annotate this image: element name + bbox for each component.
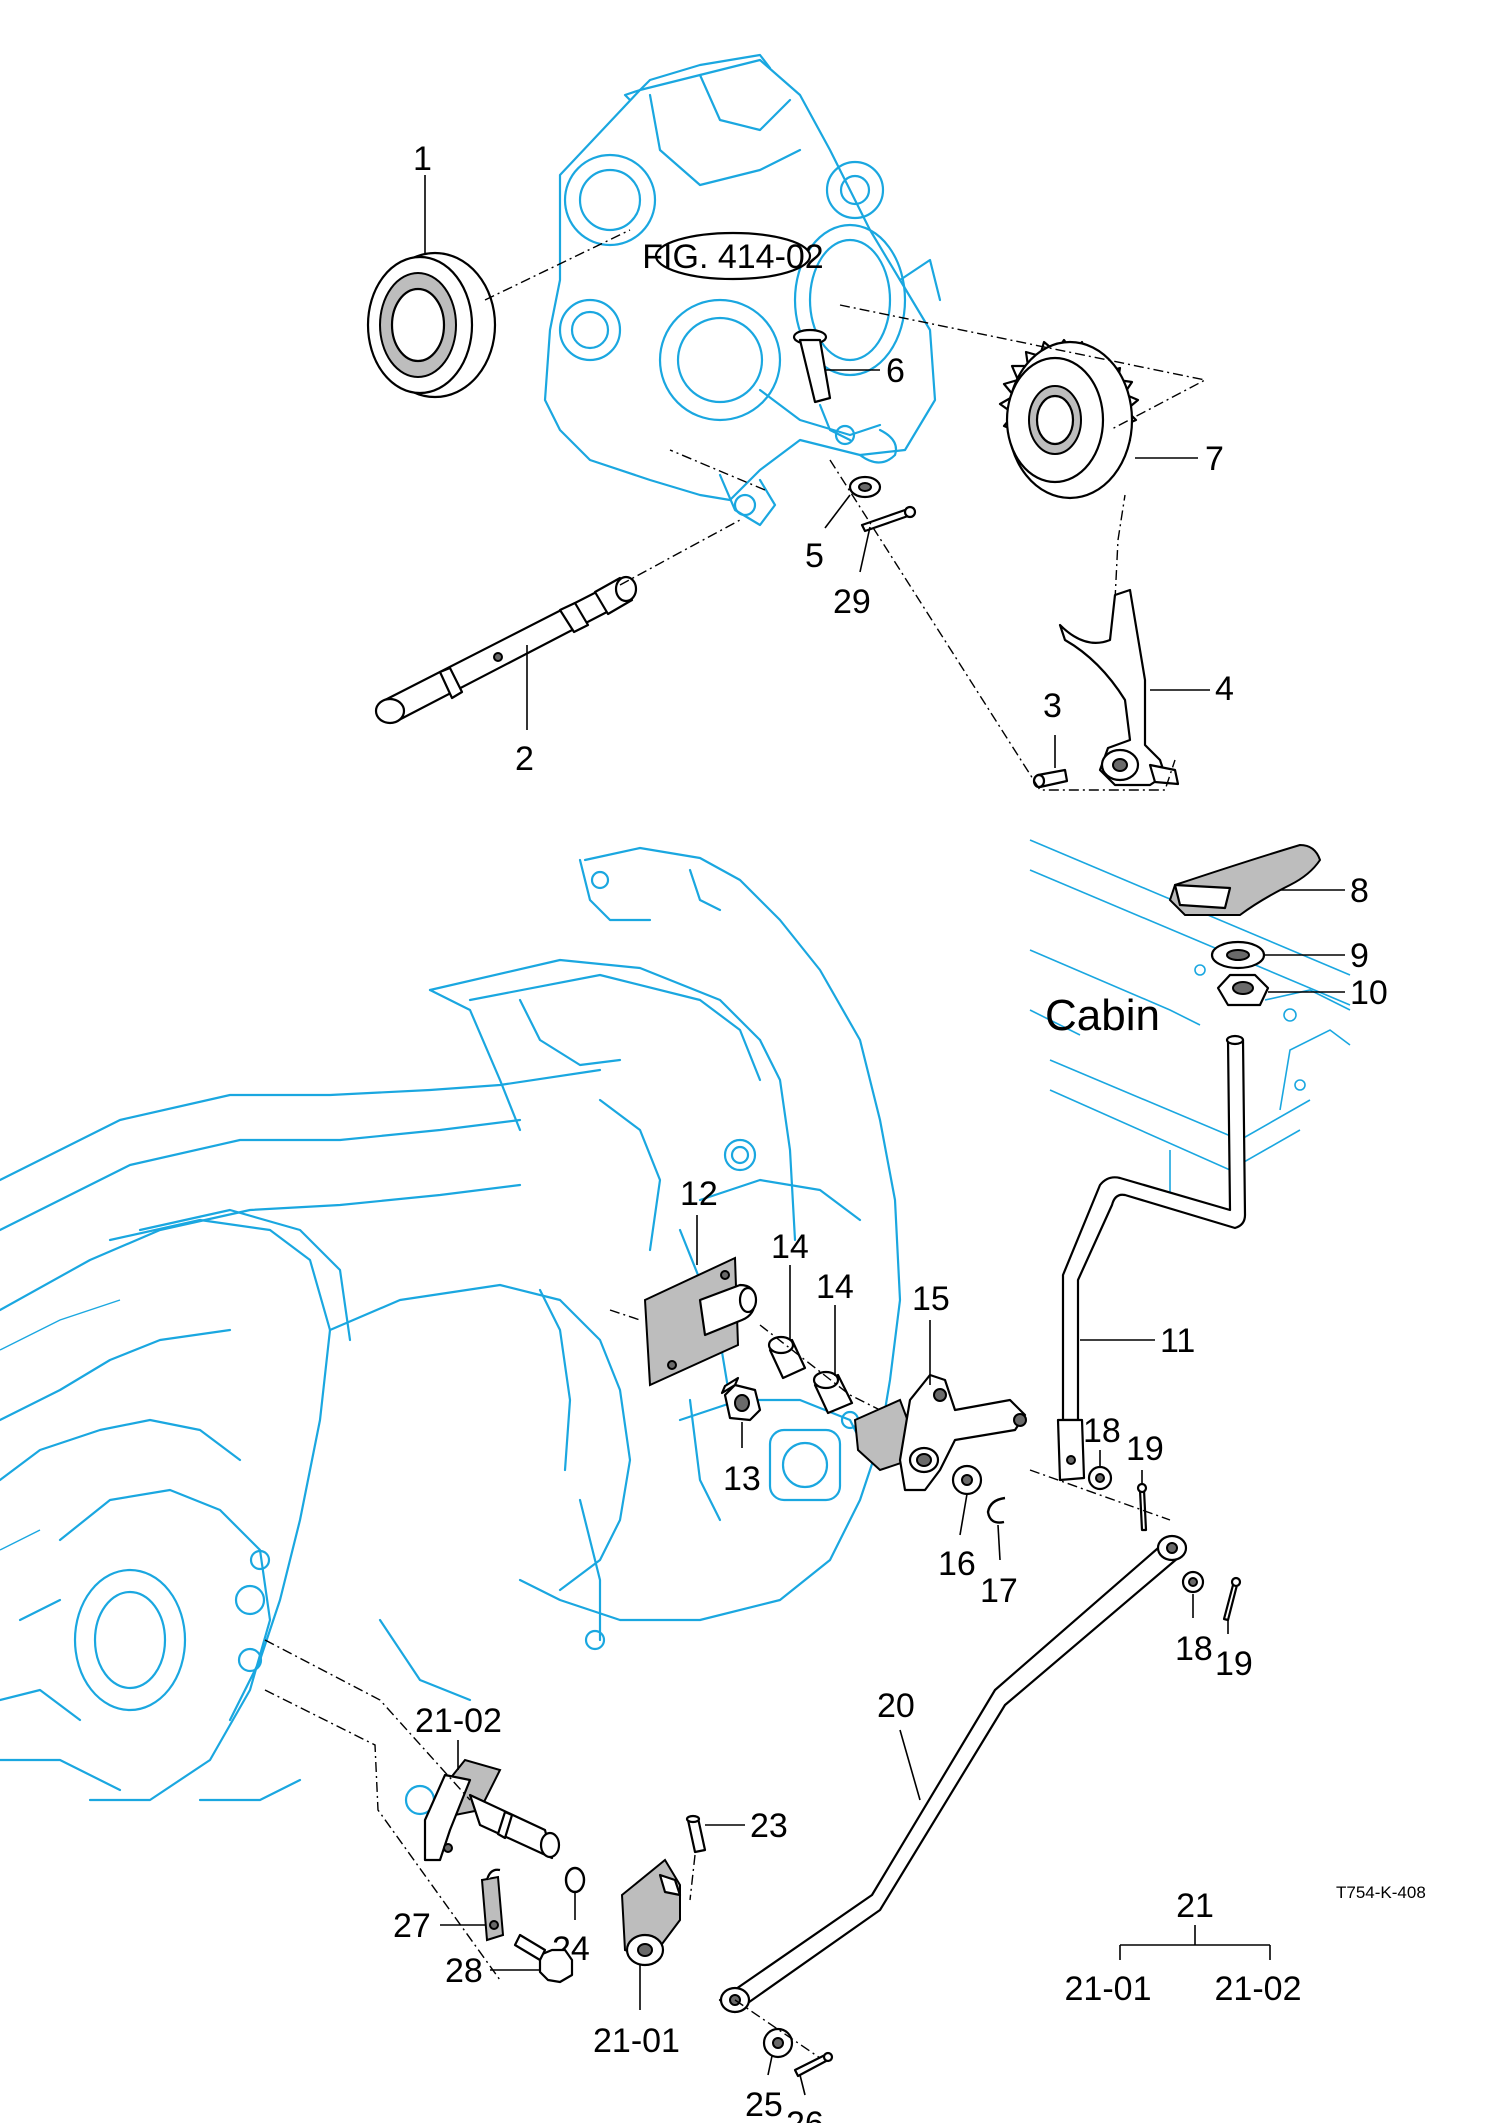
part-label-2: 2 xyxy=(515,740,534,778)
rod-washer-part-lower xyxy=(1181,1570,1205,1594)
lever-pin-part xyxy=(685,1814,707,1854)
lever-washer-part xyxy=(1210,940,1266,970)
part-label-26: 26 xyxy=(786,2105,824,2123)
spring-pin-part xyxy=(1032,768,1069,789)
rod-washer-part-upper xyxy=(1087,1465,1113,1491)
shift-fork-part xyxy=(1058,588,1180,787)
part-label-15: 15 xyxy=(912,1280,950,1318)
assembly-child-label-1: 21-01 xyxy=(1065,1970,1152,2008)
part-label-8: 8 xyxy=(1350,872,1369,910)
part-label-29: 29 xyxy=(833,583,871,621)
part-label-9: 9 xyxy=(1350,937,1369,975)
split-pin-part xyxy=(860,505,917,533)
cabin-label: Cabin xyxy=(1045,991,1160,1040)
part-label-12: 12 xyxy=(680,1175,718,1213)
bracket-plate-part xyxy=(643,1256,758,1387)
bearing-part xyxy=(366,251,497,399)
part-label-28: 28 xyxy=(445,1952,483,1990)
rod-end-washer-part xyxy=(762,2027,794,2059)
part-label-14-right: 14 xyxy=(816,1268,854,1306)
drawing-code: T754-K-408 xyxy=(1336,1883,1426,1902)
part-label-27: 27 xyxy=(393,1907,431,1945)
part-label-21-01: 21-01 xyxy=(593,2022,680,2060)
part-label-20: 20 xyxy=(877,1687,915,1725)
collar-part-left xyxy=(767,1335,807,1380)
part-label-18-upper: 18 xyxy=(1083,1412,1121,1450)
assembly-parent-label: 21 xyxy=(1176,1887,1214,1925)
shaft-circlip-part xyxy=(564,1866,586,1894)
part-label-5: 5 xyxy=(805,537,824,575)
shaft-part xyxy=(374,575,638,725)
knob-part xyxy=(1168,843,1322,916)
rod-end-split-pin-part xyxy=(793,2051,834,2078)
upper-housing-outline xyxy=(543,53,942,527)
lever-arm-part xyxy=(620,1858,682,1967)
part-label-18-lower: 18 xyxy=(1175,1630,1213,1668)
transmission-housing-outline xyxy=(0,846,902,1816)
pin-part xyxy=(792,328,832,404)
figure-reference: FIG. 414-02 xyxy=(642,231,824,281)
collar-part-right xyxy=(812,1370,854,1415)
assembly-tree: 21 21-01 21-02 xyxy=(1065,1887,1302,2008)
part-label-21-02: 21-02 xyxy=(415,1702,502,1740)
bolt-part xyxy=(720,1376,762,1422)
nut-part xyxy=(1216,973,1270,1007)
bell-crank-part xyxy=(853,1373,1027,1492)
connecting-rod-part xyxy=(718,1534,1188,2014)
part-label-19-upper: 19 xyxy=(1126,1430,1164,1468)
part-label-25: 25 xyxy=(745,2086,783,2123)
shift-shaft-lever-part xyxy=(423,1758,561,1862)
assembly-child-label-2: 21-02 xyxy=(1215,1970,1302,2008)
part-label-1: 1 xyxy=(413,140,432,178)
part-label-7: 7 xyxy=(1205,440,1224,478)
lock-bolt-part xyxy=(513,1933,574,1984)
part-label-23: 23 xyxy=(750,1807,788,1845)
part-label-16: 16 xyxy=(938,1545,976,1583)
part-label-14-left: 14 xyxy=(771,1228,809,1266)
circlip-part xyxy=(986,1496,1006,1524)
part-label-4: 4 xyxy=(1215,670,1234,708)
part-label-11: 11 xyxy=(1160,1322,1195,1360)
part-label-19-lower: 19 xyxy=(1215,1645,1253,1683)
part-label-3: 3 xyxy=(1043,687,1062,725)
part-label-6: 6 xyxy=(886,352,905,390)
figure-reference-text: FIG. 414-02 xyxy=(642,238,823,276)
shift-lever-rod-part xyxy=(1056,1034,1247,1482)
gear-part xyxy=(998,338,1140,500)
lock-plate-part xyxy=(480,1868,505,1942)
crank-washer-part xyxy=(951,1464,983,1496)
washer-part xyxy=(848,475,882,499)
rod-split-pin-lower xyxy=(1222,1576,1242,1622)
part-label-10: 10 xyxy=(1350,974,1388,1012)
rod-split-pin-upper xyxy=(1136,1482,1148,1532)
part-label-17: 17 xyxy=(980,1572,1018,1610)
part-label-13: 13 xyxy=(723,1460,761,1498)
